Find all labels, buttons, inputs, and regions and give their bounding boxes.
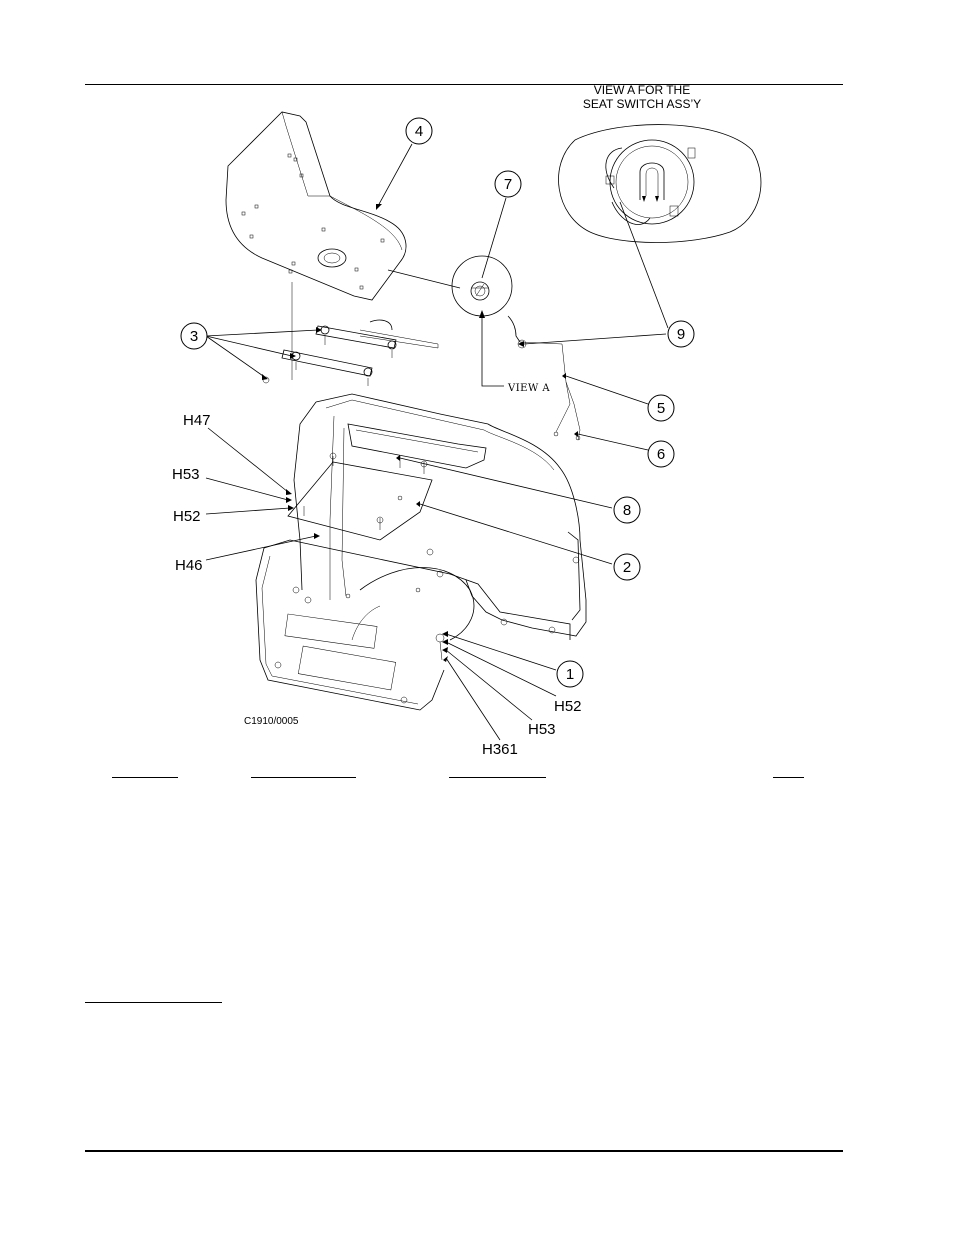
leader-lines: [205, 143, 669, 741]
callout-4-label: 4: [415, 123, 423, 140]
column-underline-3: [449, 777, 546, 778]
callout-3: 3: [180, 322, 208, 350]
column-underline-1: [112, 777, 178, 778]
seat-drawing: [225, 111, 461, 380]
callout-6: 6: [647, 440, 675, 468]
callout-8-label: 8: [623, 502, 631, 519]
view-a-detail-drawing: [558, 124, 762, 243]
drawing-number: C1910/0005: [244, 716, 299, 727]
callout-9-label: 9: [677, 326, 685, 343]
view-a-caption-line2: SEAT SWITCH ASS’Y: [582, 97, 702, 111]
callout-7-label: 7: [504, 176, 512, 193]
callout-6-label: 6: [657, 446, 665, 463]
callout-1: 1: [556, 660, 584, 688]
callout-4: 4: [405, 117, 433, 145]
view-a-caption-line1: VIEW A FOR THE: [593, 83, 691, 97]
seat-mount-plate-drawing: [287, 452, 433, 541]
label-h53-left: H53: [172, 466, 200, 483]
label-h53-right: H53: [528, 721, 556, 738]
callout-9: 9: [667, 320, 695, 348]
callout-8: 8: [613, 496, 641, 524]
callout-5-label: 5: [657, 400, 665, 417]
column-underline-2: [251, 777, 356, 778]
callout-1-label: 1: [566, 666, 574, 683]
view-a-caption: VIEW A FOR THE SEAT SWITCH ASS’Y: [562, 83, 722, 111]
view-a-marker: VIEW A: [507, 383, 550, 394]
label-h46: H46: [175, 557, 203, 574]
label-h47: H47: [183, 412, 211, 429]
seat-rails-drawing: [262, 319, 439, 386]
label-h361: H361: [482, 741, 518, 758]
column-underline-4: [773, 777, 804, 778]
label-h52-left: H52: [173, 508, 201, 525]
callout-2-label: 2: [623, 559, 631, 576]
header-rule: [85, 84, 843, 85]
seat-pan-drawing: [255, 393, 587, 711]
section-underline: [85, 1002, 222, 1003]
callout-5: 5: [647, 394, 675, 422]
callout-7: 7: [494, 170, 522, 198]
label-h52-right: H52: [554, 698, 582, 715]
seat-switch-drawing: [451, 255, 521, 387]
callout-3-label: 3: [190, 328, 198, 345]
callout-2: 2: [613, 553, 641, 581]
footer-rule: [85, 1150, 843, 1152]
